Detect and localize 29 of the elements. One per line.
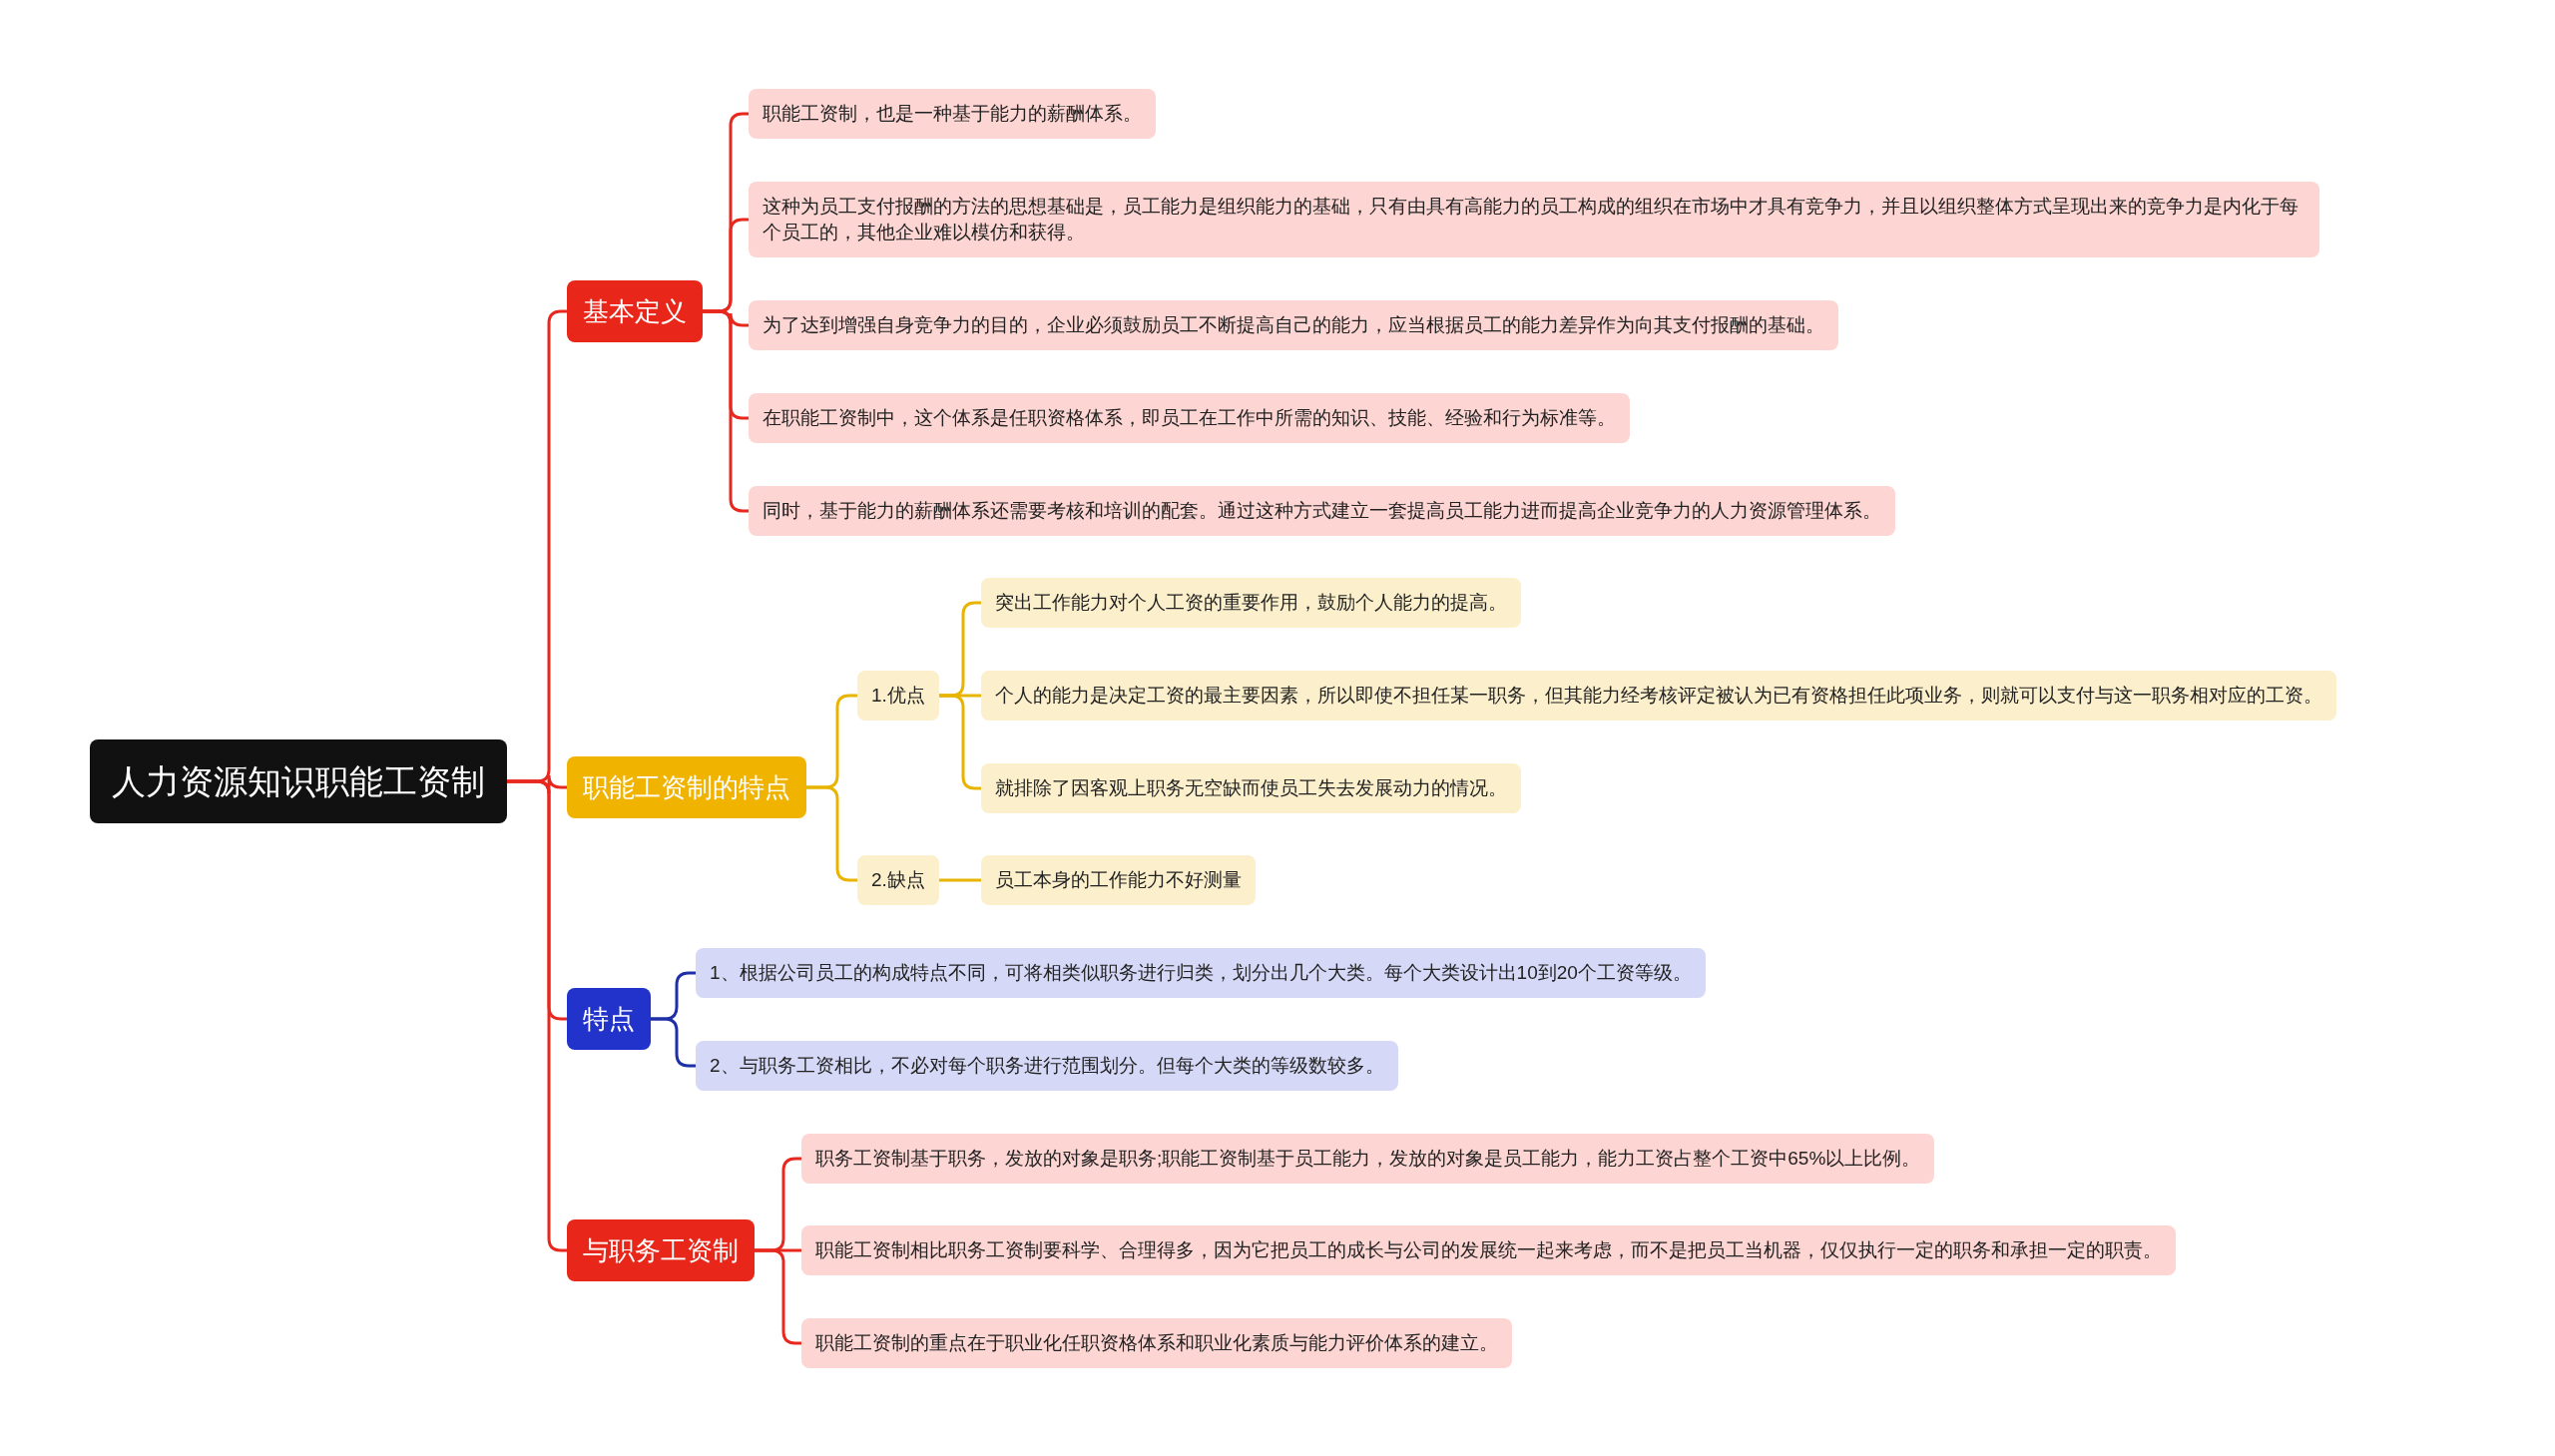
subtopic: 就排除了因客观上职务无空缺而使员工失去发展动力的情况。 xyxy=(981,763,1521,813)
subtopic: 个人的能力是决定工资的最主要因素，所以即使不担任某一职务，但其能力经考核评定被认为已有资格担任此项业务，则就可以支付与这一职务相对应的工资。 xyxy=(981,671,2336,721)
branch-topic: 职能工资制的特点 xyxy=(567,756,806,818)
connector-line xyxy=(755,1248,801,1252)
connector-line xyxy=(806,785,857,882)
subtopic: 职务工资制基于职务，发放的对象是职务;职能工资制基于员工能力，发放的对象是员工能力，能力工资占整个工资中65%以上比例。 xyxy=(801,1134,1935,1184)
subtopic: 职能工资制相比职务工资制要科学、合理得多，因为它把员工的成长与公司的发展统一起来考虑，而不是把员工当机器，仅仅执行一定的职务和承担一定的职责。 xyxy=(801,1225,2176,1275)
subtopic: 员工本身的工作能力不好测量 xyxy=(981,855,1256,905)
connector-line xyxy=(938,878,981,882)
subtopic: 这种为员工支付报酬的方法的思想基础是，员工能力是组织能力的基础，只有由具有高能力的员工构成的组织在市场中才具有竞争力，并且以组织整体方式呈现出来的竞争力是内化于每个员工的，其他企业难以模仿和获得。 xyxy=(749,182,2319,257)
subtopic: 1、根据公司员工的构成特点不同，可将相类似职务进行归类，划分出几个大类。每个大类设计出10到20个工资等级。 xyxy=(696,948,1706,998)
subtopic: 职能工资制的重点在于职业化任职资格体系和职业化素质与能力评价体系的建立。 xyxy=(801,1318,1512,1368)
subtopic: 2.缺点 xyxy=(857,855,939,905)
root-topic: 人力资源知识职能工资制 xyxy=(90,739,507,823)
subtopic: 在职能工资制中，这个体系是任职资格体系，即员工在工作中所需的知识、技能、经验和行为标准等。 xyxy=(749,393,1630,443)
branch-topic: 与职务工资制 xyxy=(567,1219,755,1281)
branch-topic: 特点 xyxy=(567,988,651,1050)
subtopic: 为了达到增强自身竞争力的目的，企业必须鼓励员工不断提高自己的能力，应当根据员工的能力差异作为向其支付报酬的基础。 xyxy=(749,300,1838,350)
connector-line xyxy=(755,1248,801,1345)
subtopic: 职能工资制，也是一种基于能力的薪酬体系。 xyxy=(749,89,1156,139)
connector-line xyxy=(938,694,981,790)
subtopic: 突出工作能力对个人工资的重要作用，鼓励个人能力的提高。 xyxy=(981,578,1521,628)
connector-line xyxy=(651,1017,696,1068)
subtopic: 1.优点 xyxy=(857,671,939,721)
connector-line xyxy=(703,309,749,513)
subtopic: 同时，基于能力的薪酬体系还需要考核和培训的配套。通过这种方式建立一套提高员工能力进而提高企业竞争力的人力资源管理体系。 xyxy=(749,486,1895,536)
branch-topic: 基本定义 xyxy=(567,280,703,342)
connector-line xyxy=(507,779,567,1252)
subtopic: 2、与职务工资相比，不必对每个职务进行范围划分。但每个大类的等级数较多。 xyxy=(696,1041,1398,1091)
